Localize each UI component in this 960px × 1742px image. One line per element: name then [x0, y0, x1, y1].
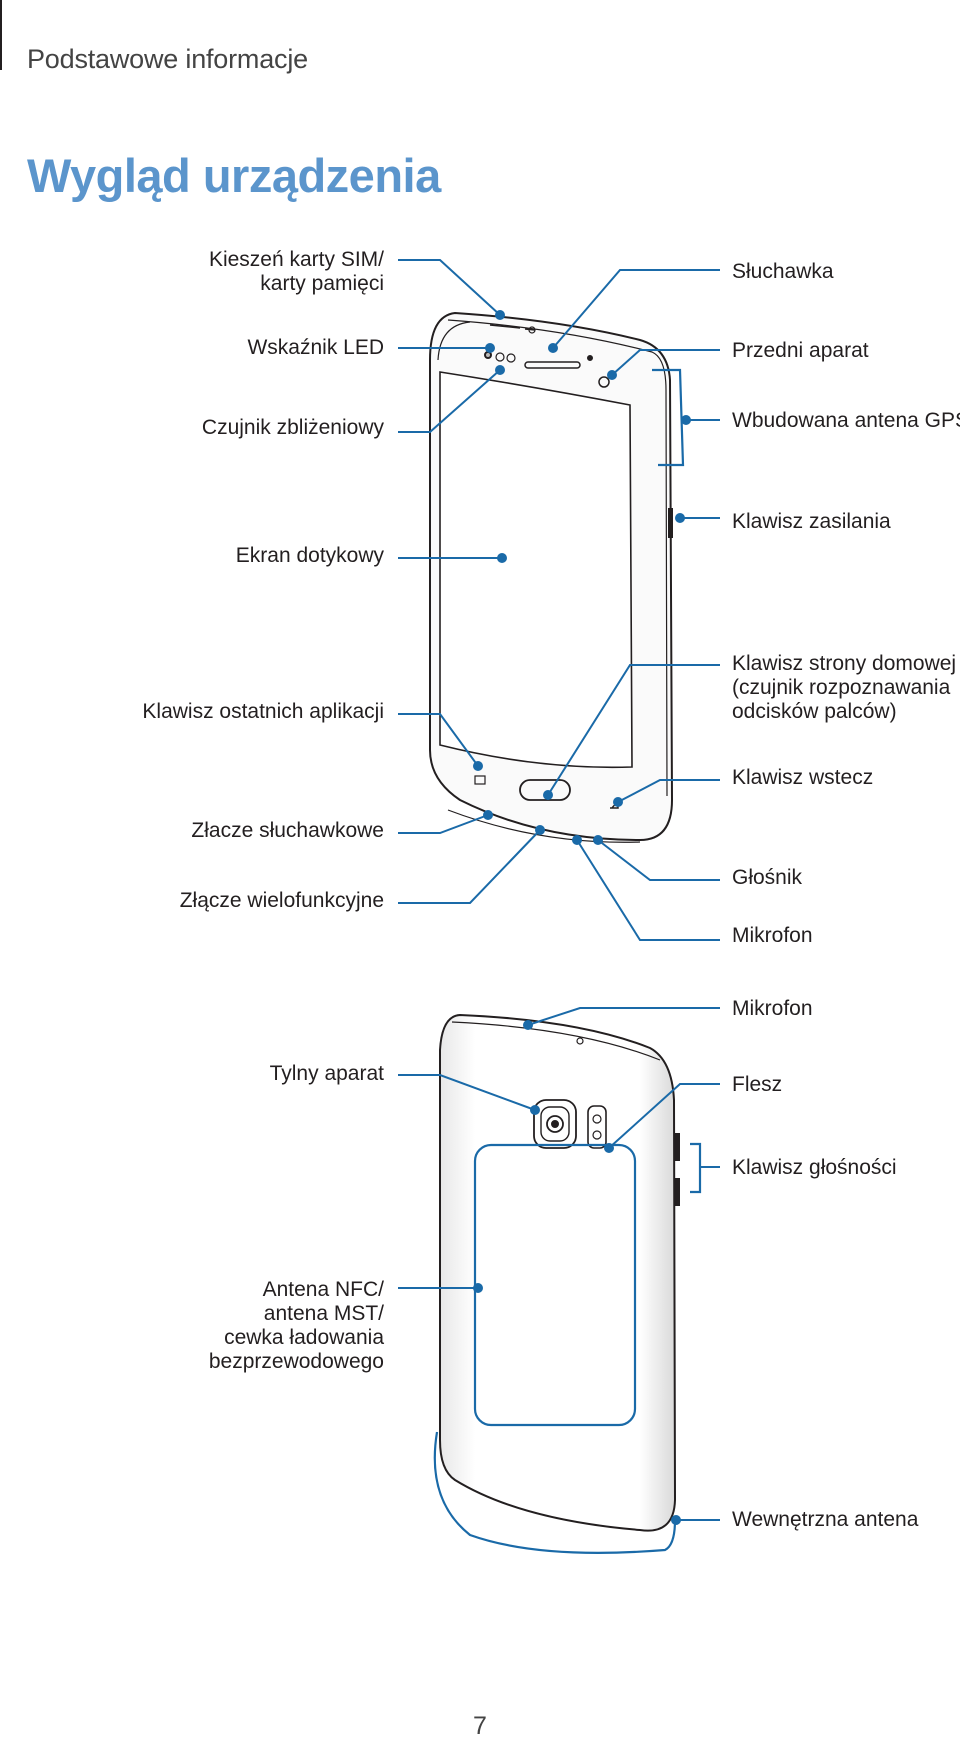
page-title: Wygląd urządzenia: [27, 149, 441, 202]
label-multipurpose-jack: Złącze wielofunkcyjne: [179, 889, 384, 912]
label-flash: Flesz: [732, 1073, 783, 1096]
label-microphone-bottom: Mikrofon: [732, 924, 813, 947]
label-proximity-sensor: Czujnik zbliżeniowy: [201, 416, 384, 439]
label-power-key: Klawisz zasilania: [732, 510, 891, 533]
label-sim-tray: Kieszeń karty SIM/ karty pamięci: [208, 248, 384, 295]
label-nfc-antenna: Antena NFC/ antena MST/ cewka ładowania …: [208, 1278, 384, 1373]
label-receiver: Słuchawka: [732, 260, 834, 283]
label-recent-apps-key: Klawisz ostatnich aplikacji: [142, 700, 384, 723]
label-touchscreen: Ekran dotykowy: [235, 544, 384, 567]
front-phone: [429, 311, 674, 843]
margin-rule: [0, 0, 2, 70]
label-earphone-jack: Złacze słuchawkowe: [191, 819, 384, 842]
label-front-camera: Przedni aparat: [732, 339, 869, 362]
label-rear-camera: Tylny aparat: [269, 1062, 384, 1085]
page-number: 7: [473, 1712, 487, 1740]
label-led: Wskaźnik LED: [247, 336, 384, 359]
callout-dots: [473, 310, 691, 1525]
section-header: Podstawowe informacje: [27, 44, 308, 74]
label-back-key: Klawisz wstecz: [732, 766, 874, 789]
label-microphone-top: Mikrofon: [732, 997, 813, 1020]
label-gps-antenna: Wbudowana antena GPS: [732, 409, 960, 432]
callout-lines: [398, 259, 720, 1521]
label-internal-antenna: Wewnętrzna antena: [732, 1508, 919, 1531]
label-volume-key: Klawisz głośności: [732, 1156, 897, 1179]
label-home-key: Klawisz strony domowej (czujnik rozpozna…: [732, 652, 957, 723]
label-speaker: Głośnik: [732, 866, 803, 889]
